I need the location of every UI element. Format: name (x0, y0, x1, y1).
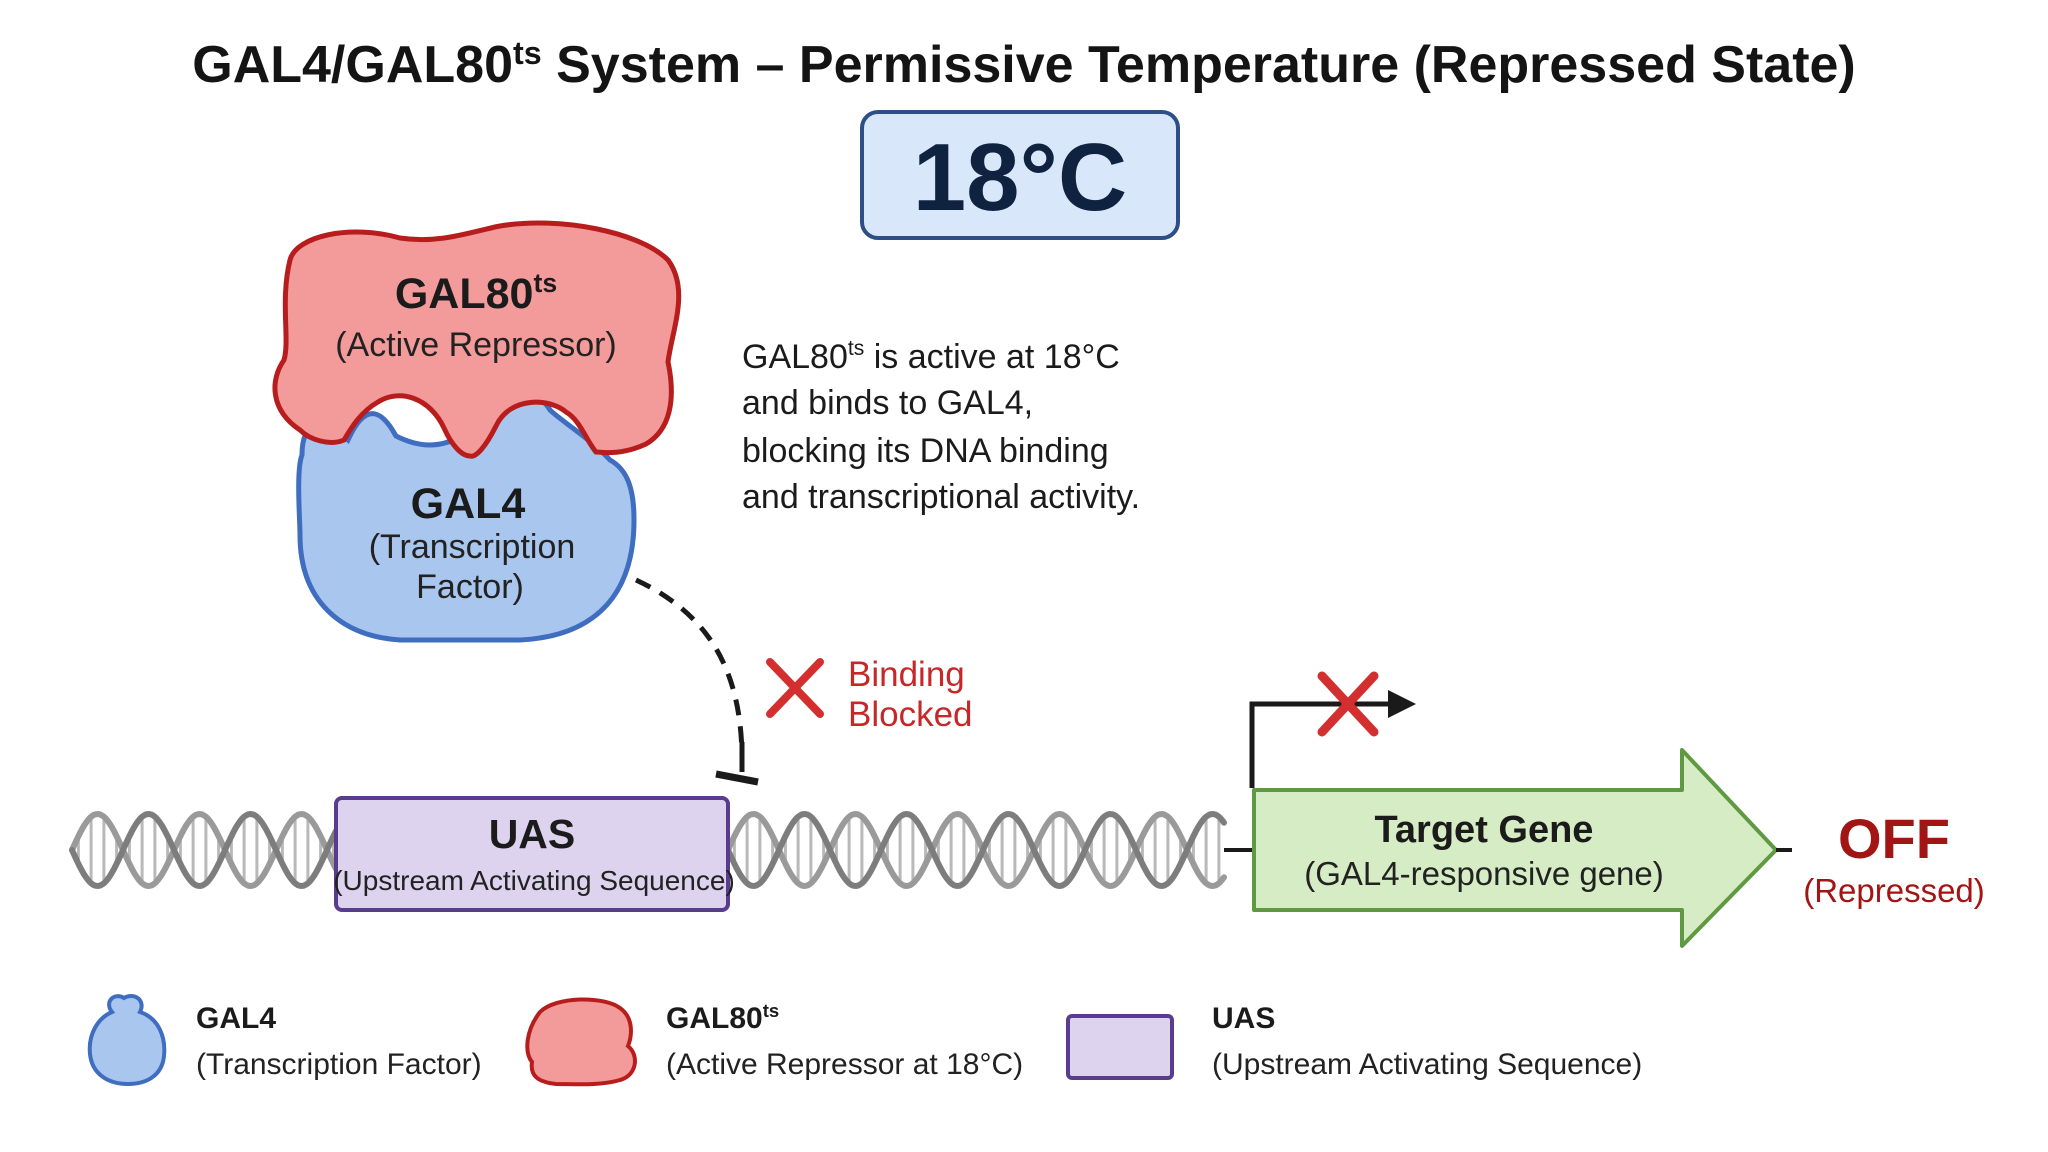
gal4-legend-icon (87, 993, 167, 1087)
binding-blocked-indicator: Binding Blocked (766, 655, 973, 734)
legend-gal4-title: GAL4 (196, 1002, 276, 1035)
explanation-line-3: blocking its DNA binding (742, 432, 1109, 470)
legend-item-uas: UAS (Upstream Activating Sequence) (1066, 1002, 1642, 1081)
dna-strand (725, 810, 1227, 890)
explanation-text: GAL80ts is active at 18°C and binds to G… (742, 337, 1140, 516)
legend-item-gal4: GAL4 (Transcription Factor) (87, 993, 482, 1087)
gal80-legend-icon (525, 997, 637, 1087)
explanation-line-4: and transcriptional activity. (742, 478, 1140, 516)
gal4-protein-shape: GAL4 (Transcription Factor) (296, 388, 637, 643)
red-x-icon (766, 658, 824, 718)
gal4-label: GAL4 (411, 480, 526, 528)
diagram-title: GAL4/GAL80ts System – Permissive Tempera… (192, 35, 1856, 94)
explanation-line-1: GAL80ts is active at 18°C (742, 337, 1120, 376)
dna-helix-right (725, 810, 1227, 890)
output-state: OFF (Repressed) (1803, 807, 1985, 909)
dna-strand (69, 810, 339, 890)
temperature-badge: 18°C (860, 110, 1180, 240)
repressed-label: (Repressed) (1803, 872, 1985, 909)
explanation-line-2: and binds to GAL4, (742, 384, 1033, 422)
gal80-label: GAL80ts (395, 268, 557, 318)
dna-strand (725, 810, 1227, 890)
legend-uas-sub: (Upstream Activating Sequence) (1212, 1048, 1642, 1081)
legend: GAL4 (Transcription Factor) GAL80ts (Act… (87, 993, 1642, 1087)
gal4-role-line1: (Transcription (369, 528, 576, 566)
target-gene-arrow: Target Gene (GAL4-responsive gene) (1252, 748, 1792, 948)
legend-gal80-title: GAL80ts (666, 1000, 779, 1035)
legend-item-gal80: GAL80ts (Active Repressor at 18°C) (525, 997, 1023, 1087)
dna-strand (69, 810, 339, 890)
gal4-role-line2: Factor) (416, 568, 524, 606)
target-gene-description: (GAL4-responsive gene) (1304, 855, 1664, 892)
legend-gal4-sub: (Transcription Factor) (196, 1048, 482, 1081)
legend-uas-title: UAS (1212, 1002, 1275, 1035)
inhibition-arrow (634, 577, 759, 786)
binding-blocked-line1: Binding (848, 655, 965, 694)
legend-gal80-sub: (Active Repressor at 18°C) (666, 1048, 1023, 1081)
gal80-role: (Active Repressor) (335, 326, 617, 364)
uas-full-name: (Upstream Activating Sequence) (333, 865, 735, 896)
transcription-start-arrow (1249, 671, 1416, 788)
uas-box: UAS (Upstream Activating Sequence) (333, 796, 735, 912)
dna-helix-left (69, 810, 339, 890)
uas-legend-icon (1066, 1014, 1174, 1080)
red-x-icon (1317, 671, 1379, 737)
off-label: OFF (1838, 807, 1950, 870)
temperature-value: 18°C (913, 124, 1128, 231)
uas-label: UAS (489, 811, 576, 857)
target-gene-label: Target Gene (1375, 809, 1594, 851)
arrowhead-icon (1388, 690, 1416, 718)
gal80-protein-shape: GAL80ts (Active Repressor) (272, 220, 682, 459)
binding-blocked-line2: Blocked (848, 695, 973, 734)
